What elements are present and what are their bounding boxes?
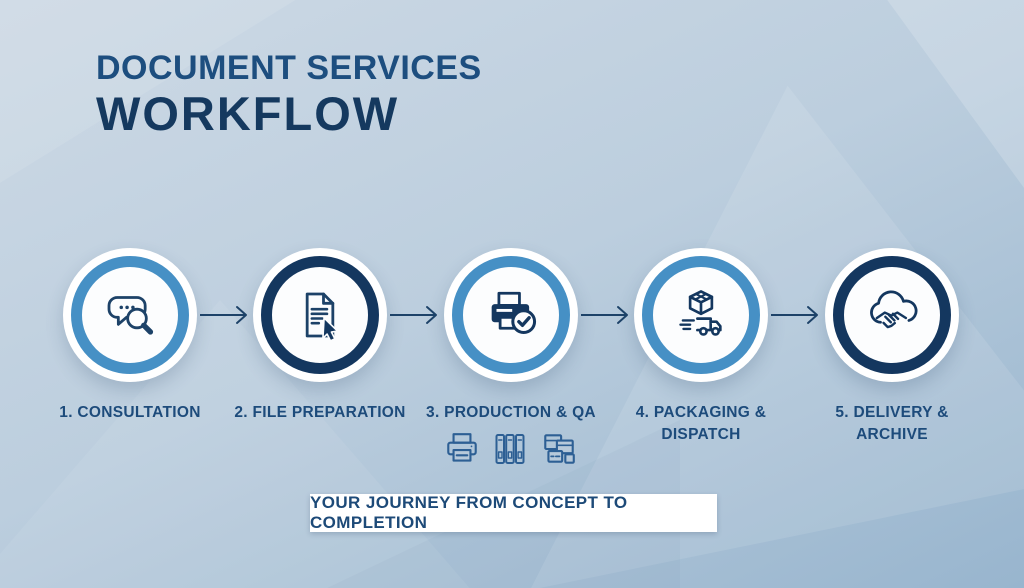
- page-title: DOCUMENT SERVICES WORKFLOW: [96, 48, 482, 140]
- tagline-text: YOUR JOURNEY FROM CONCEPT TO COMPLETION: [310, 493, 628, 532]
- step-label: 2. FILE PREPARATION: [234, 404, 406, 421]
- printer-icon: [447, 432, 477, 462]
- step-circle: [63, 248, 197, 382]
- cloud-handshake-icon: [870, 290, 918, 329]
- step-label: 3. PRODUCTION & QA: [426, 404, 596, 421]
- step-circle: [253, 248, 387, 382]
- printer-check-icon: [491, 291, 537, 335]
- step-ring: [642, 256, 760, 374]
- step-file-preparation: 2. FILE PREPARATION: [220, 248, 420, 424]
- step-ring: [261, 256, 379, 374]
- step-ring: [452, 256, 570, 374]
- flow-arrow: [771, 306, 818, 324]
- document-cursor-icon: [305, 292, 339, 342]
- step-ring: [71, 256, 189, 374]
- title-line-2: WORKFLOW: [96, 87, 400, 140]
- step-packaging-dispatch: 4. PACKAGING & DISPATCH: [601, 248, 801, 445]
- background-facet: [880, 0, 1024, 210]
- step-delivery-archive: 5. DELIVERY & ARCHIVE: [792, 248, 992, 445]
- step-ring: [833, 256, 951, 374]
- chat-magnifier-icon: [107, 296, 154, 335]
- step-production-qa: 3. PRODUCTION & QA: [411, 248, 611, 468]
- ring-binders-icon: [495, 433, 525, 464]
- step-circle: [634, 248, 768, 382]
- step-label: 5. DELIVERY & ARCHIVE: [835, 404, 949, 443]
- flow-arrow: [200, 306, 247, 324]
- flow-arrow: [390, 306, 437, 324]
- step-consultation: 1. CONSULTATION: [30, 248, 230, 424]
- step-circle: [444, 248, 578, 382]
- flow-arrow: [581, 306, 628, 324]
- tagline-banner: YOUR JOURNEY FROM CONCEPT TO COMPLETION: [310, 493, 717, 532]
- step-label: 4. PACKAGING & DISPATCH: [635, 404, 767, 443]
- production-output-icons: [411, 430, 611, 468]
- parcel-stack-icon: [544, 433, 575, 464]
- box-truck-icon: [679, 290, 722, 336]
- title-line-1: DOCUMENT SERVICES: [96, 49, 482, 87]
- step-circle: [825, 248, 959, 382]
- step-label: 1. CONSULTATION: [59, 404, 201, 421]
